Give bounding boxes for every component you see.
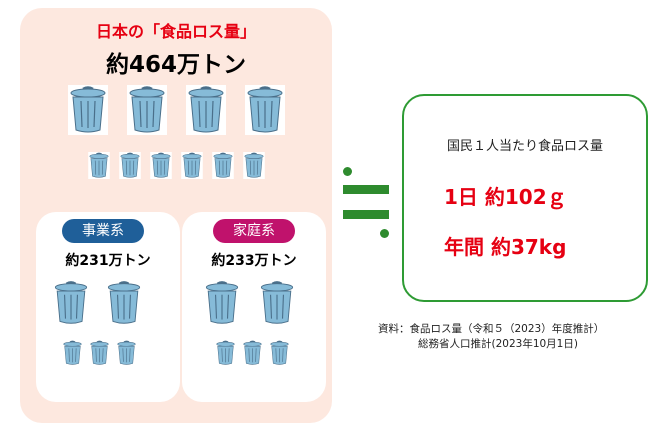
trash-can-icon bbox=[52, 280, 90, 326]
business-label: 事業系 bbox=[62, 219, 144, 243]
trash-can-icon bbox=[243, 152, 265, 179]
per-person-title: 国民１人当たり食品ロス量 bbox=[446, 139, 603, 154]
per-year-amount: 年間 約37kg bbox=[444, 235, 567, 259]
household-label: 家庭系 bbox=[213, 219, 295, 243]
trash-can-icon bbox=[105, 280, 143, 326]
trash-can-icon bbox=[62, 340, 83, 366]
trash-can-icon bbox=[116, 340, 137, 366]
total-amount: 約464万トン bbox=[105, 52, 246, 78]
trash-can-icon bbox=[242, 340, 263, 366]
trash-can-icon bbox=[127, 85, 167, 135]
trash-can-icon bbox=[215, 340, 236, 366]
trash-can-icon bbox=[89, 340, 110, 366]
trash-can-icon bbox=[245, 85, 285, 135]
trash-can-icon bbox=[258, 280, 296, 326]
per-day-amount: 1日 約102ｇ bbox=[444, 185, 567, 209]
total-title: 日本の「食品ロス量」 bbox=[95, 22, 256, 41]
trash-can-icon bbox=[212, 152, 234, 179]
trash-can-icon bbox=[68, 85, 108, 135]
household-amount: 約233万トン bbox=[211, 253, 297, 269]
source-note-2: 総務省人口推計(2023年10月1日) bbox=[418, 338, 578, 350]
source-note-1: 資料：食品ロス量（令和５（2023）年度推計） bbox=[378, 323, 605, 335]
trash-can-icon bbox=[203, 280, 241, 326]
trash-can-icon bbox=[269, 340, 290, 366]
trash-can-icon bbox=[88, 152, 110, 179]
trash-can-icon bbox=[150, 152, 172, 179]
trash-can-icon bbox=[119, 152, 141, 179]
trash-can-icon bbox=[181, 152, 203, 179]
trash-can-icon bbox=[186, 85, 226, 135]
business-amount: 約231万トン bbox=[65, 253, 151, 269]
per-person-box bbox=[402, 94, 648, 302]
